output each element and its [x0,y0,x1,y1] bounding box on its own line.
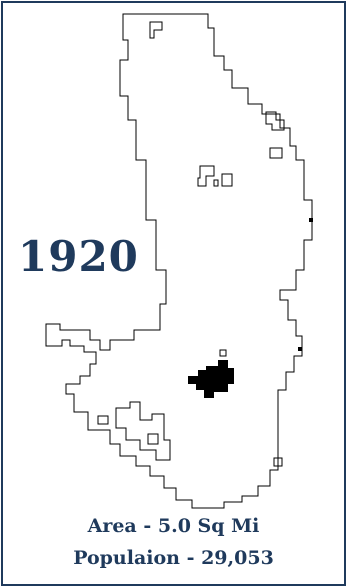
annex-center [197,165,233,187]
boundary-mark-east-2 [298,347,302,351]
area-caption: Area - 5.0 Sq Mi [87,515,260,537]
annex-east-small [219,349,283,467]
population-caption: Populaion - 29,053 [73,547,274,569]
city-boundary [45,13,313,509]
annex-north [149,21,163,39]
annex-southwest-2 [97,415,159,445]
annex-east-cluster [265,111,285,159]
year-label: 1920 [18,232,139,281]
historic-extent-1920 [188,360,234,398]
boundary-mark-east [309,218,313,222]
annex-southwest [115,401,171,461]
